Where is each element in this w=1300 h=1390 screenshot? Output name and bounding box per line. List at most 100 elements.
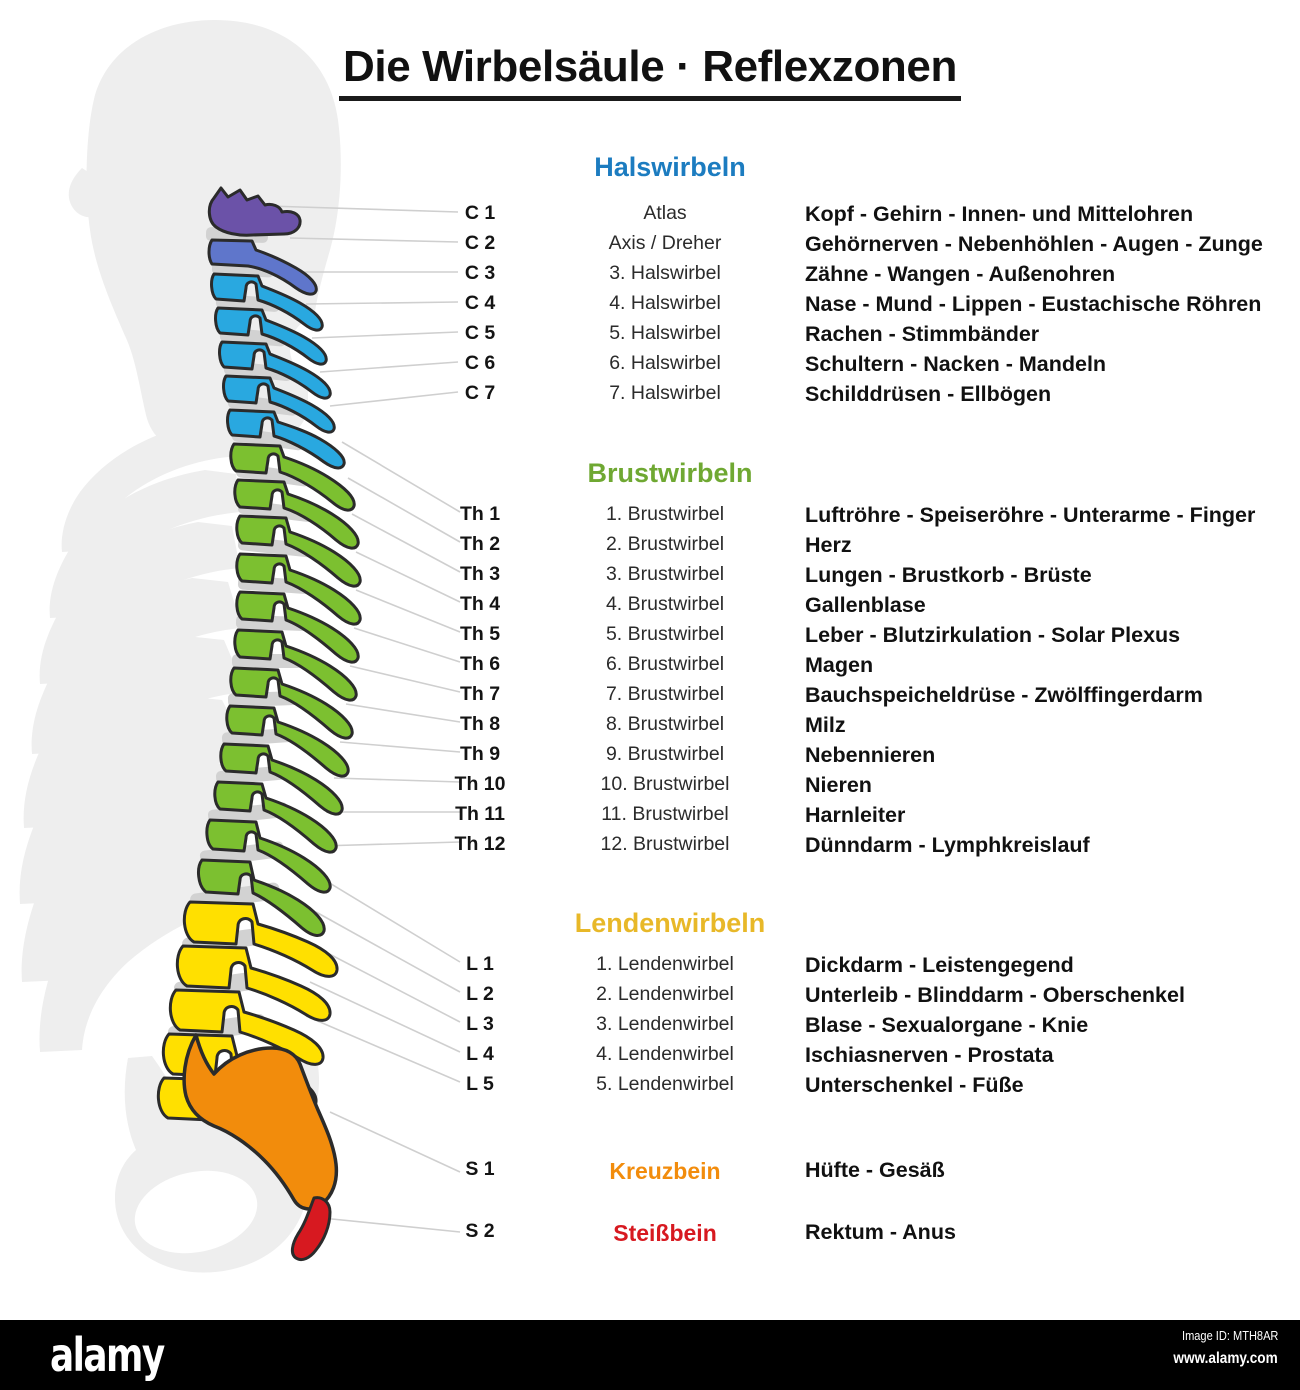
vertebra-name: 9. Brustwirbel — [605, 743, 725, 765]
table-row: S 1 Kreuzbein Hüfte - Gesäß — [0, 1158, 1300, 1188]
reflex-zone-description: Rachen - Stimmbänder — [805, 322, 1040, 346]
vertebra-c2 — [207, 238, 318, 296]
vertebra-name: 3. Halswirbel — [609, 262, 721, 284]
vertebra-code: L 3 — [466, 1013, 494, 1035]
alamy-logo: alamy — [50, 1328, 165, 1382]
reflex-zone-description: Gallenblase — [805, 593, 926, 617]
table-row: Th 1 1. Brustwirbel Luftröhre - Speiseröhr… — [0, 503, 1300, 533]
reflex-zone-description: Schilddrüsen - Ellbögen — [805, 382, 1052, 406]
reflex-zone-description: Unterschenkel - Füße — [805, 1073, 1024, 1097]
vertebra-name: 5. Halswirbel — [609, 322, 721, 344]
table-row: Th 6 6. Brustwirbel Magen — [0, 653, 1300, 683]
vertebra-name: 7. Halswirbel — [609, 382, 721, 404]
vertebra-name: 12. Brustwirbel — [600, 833, 730, 855]
reflex-zone-description: Schultern - Nacken - Mandeln — [805, 352, 1107, 376]
vertebra-name: 3. Brustwirbel — [605, 563, 725, 585]
vertebra-code: C 4 — [464, 292, 496, 314]
reflex-zone-description: Zähne - Wangen - Außenohren — [805, 262, 1116, 286]
reflex-zone-description: Dickdarm - Leistengegend — [805, 953, 1074, 977]
vertebra-code: Th 2 — [459, 533, 501, 555]
vertebra-code: Th 7 — [459, 683, 501, 705]
vertebra-code: Th 11 — [455, 803, 505, 825]
vertebra-code: Th 1 — [459, 503, 501, 525]
vertebra-code: Th 10 — [454, 773, 506, 795]
vertebra-code: C 6 — [464, 352, 496, 374]
vertebra-name: 8. Brustwirbel — [605, 713, 725, 735]
table-row: L 5 5. Lendenwirbel Unterschenkel - Füße — [0, 1073, 1300, 1103]
vertebra-code: S 2 — [465, 1220, 495, 1242]
footer-bar: alamy Image ID: MTH8AR www.alamy.com — [0, 1320, 1300, 1390]
vertebra-name: 5. Lendenwirbel — [596, 1073, 734, 1095]
vertebra-code: Th 3 — [459, 563, 501, 585]
vertebra-code: C 3 — [464, 262, 496, 284]
vertebra-code: Th 8 — [459, 713, 501, 735]
vertebra-code: C 5 — [464, 322, 496, 344]
table-row: S 2 Steißbein Rektum - Anus — [0, 1220, 1300, 1250]
vertebra-name: 2. Brustwirbel — [605, 533, 725, 555]
vertebra-name: 2. Lendenwirbel — [596, 983, 734, 1005]
vertebra-code: Th 4 — [459, 593, 501, 615]
vertebra-code: Th 12 — [454, 833, 506, 855]
vertebra-name: 6. Brustwirbel — [605, 653, 725, 675]
vertebra-name: Kreuzbein — [609, 1158, 721, 1184]
vertebrae-cervical — [210, 272, 346, 470]
vertebra-name: Steißbein — [613, 1220, 717, 1246]
vertebra-code: C 2 — [464, 232, 496, 254]
section-heading-cervical: Halswirbeln — [594, 152, 746, 182]
vertebra-name: 11. Brustwirbel — [601, 803, 729, 825]
reflex-zone-description: Dünndarm - Lymphkreislauf — [805, 833, 1090, 857]
leader-lines — [267, 205, 461, 1233]
reflex-zone-description: Unterleib - Blinddarm - Oberschenkel — [805, 983, 1185, 1007]
table-row: Th 8 8. Brustwirbel Milz — [0, 713, 1300, 743]
vertebra-name: 4. Brustwirbel — [605, 593, 725, 615]
vertebra-code: Th 5 — [459, 623, 501, 645]
reflex-zone-description: Luftröhre - Speiseröhre - Unterarme - Fi… — [805, 503, 1256, 527]
image-id-text: Image ID: MTH8AR — [1181, 1328, 1278, 1343]
reflex-zone-description: Rektum - Anus — [805, 1220, 956, 1244]
reflex-zone-description: Magen — [805, 653, 874, 677]
vertebra-name: 4. Halswirbel — [609, 292, 721, 314]
reflex-zone-description: Hüfte - Gesäß — [805, 1158, 945, 1182]
table-row: C 2 Axis / Dreher Gehörnerven - Nebenhöhle… — [0, 232, 1300, 262]
table-row: Th 4 4. Brustwirbel Gallenblase — [0, 593, 1300, 623]
vertebra-code: C 1 — [464, 202, 496, 224]
vertebra-name: 1. Lendenwirbel — [596, 953, 734, 975]
sacrum — [182, 1033, 339, 1211]
vertebra-name: Atlas — [643, 202, 687, 224]
table-row: C 7 7. Halswirbel Schilddrüsen - Ellbögen — [0, 382, 1300, 412]
page-title-text: Die Wirbelsäule · Reflexzonen — [339, 42, 961, 101]
coccyx — [290, 1196, 332, 1262]
diagram-canvas: Die Wirbelsäule · Reflexzonen Halswirbel… — [0, 20, 1300, 1273]
reflex-zone-description: Leber - Blutzirkulation - Solar Plexus — [805, 623, 1181, 647]
vertebra-code: L 5 — [466, 1073, 494, 1095]
reflex-zone-description: Gehörnerven - Nebenhöhlen - Augen - Zung… — [805, 232, 1263, 256]
vertebra-name: 1. Brustwirbel — [605, 503, 725, 525]
table-row: C 5 5. Halswirbel Rachen - Stimmbänder — [0, 322, 1300, 352]
alamy-url[interactable]: www.alamy.com — [1173, 1350, 1278, 1367]
spine-illustration — [156, 186, 461, 1262]
vertebra-name: 10. Brustwirbel — [600, 773, 730, 795]
reflex-zone-description: Milz — [805, 713, 846, 737]
reflex-zone-description: Kopf - Gehirn - Innen- und Mittelohren — [805, 202, 1194, 226]
vertebra-code: C 7 — [464, 382, 496, 404]
table-row: Th 12 12. Brustwirbel Dünndarm - Lymphkrei… — [0, 833, 1300, 863]
vertebra-name: Axis / Dreher — [608, 232, 722, 254]
reflex-zone-description: Bauchspeicheldrüse - Zwölffingerdarm — [805, 683, 1203, 707]
table-row: C 1 Atlas Kopf - Gehirn - Innen- und Mitte… — [0, 202, 1300, 232]
reflex-zone-description: Ischiasnerven - Prostata — [805, 1043, 1054, 1067]
vertebra-name: 7. Brustwirbel — [605, 683, 725, 705]
vertebra-code: Th 9 — [459, 743, 501, 765]
table-row: Th 2 2. Brustwirbel Herz — [0, 533, 1300, 563]
page-title: Die Wirbelsäule · Reflexzonen — [0, 42, 1300, 101]
reflex-zone-description: Herz — [805, 533, 852, 557]
vertebra-code: Th 6 — [459, 653, 501, 675]
vertebrae-thoracic — [197, 442, 362, 937]
vertebra-code: S 1 — [465, 1158, 495, 1180]
